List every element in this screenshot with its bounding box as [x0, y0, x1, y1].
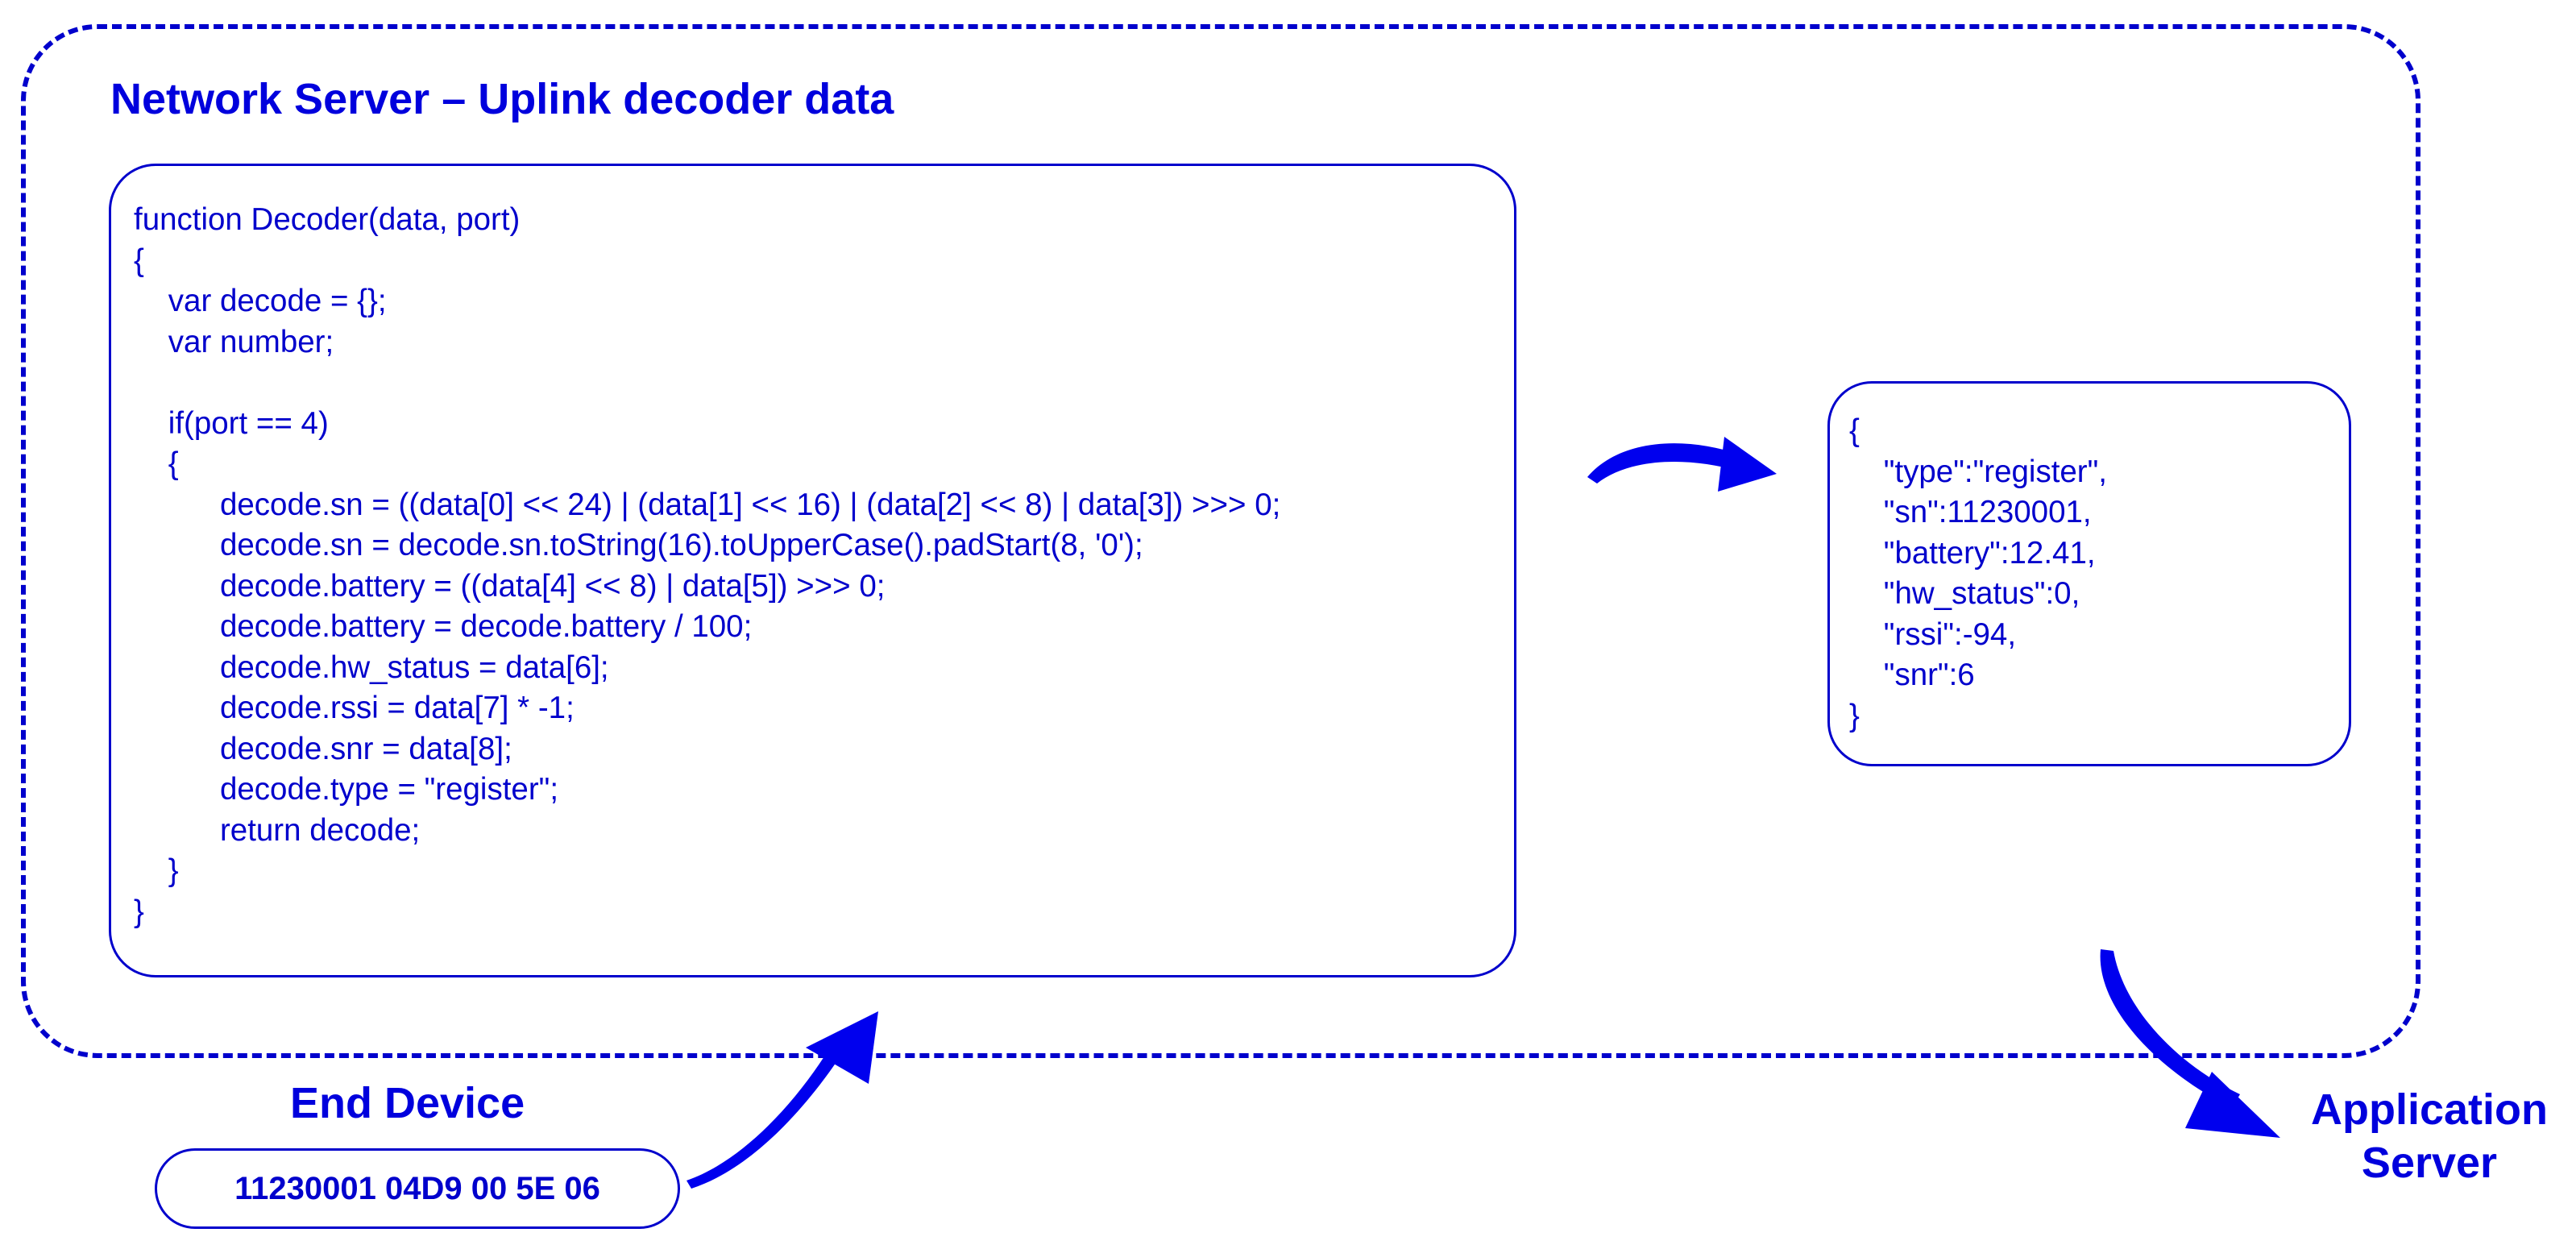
code-line: decode.sn = decode.sn.toString(16).toUpp…: [134, 528, 1143, 562]
code-line: var number;: [134, 324, 334, 359]
downstream-arrow: [2100, 949, 2280, 1138]
code-line: }: [134, 853, 179, 888]
code-line: decode.rssi = data[7] * -1;: [134, 691, 575, 725]
code-line: function Decoder(data, port): [134, 202, 521, 237]
uplink-arrow: [687, 1011, 878, 1189]
json-line: }: [1849, 698, 1860, 733]
json-line: "type":"register",: [1849, 454, 2107, 489]
json-line: "hw_status":0,: [1849, 576, 2080, 611]
code-line: decode.type = "register";: [134, 772, 559, 807]
code-line: decode.sn = ((data[0] << 24) | (data[1] …: [134, 487, 1281, 522]
code-line: decode.snr = data[8];: [134, 731, 512, 766]
end-device-payload: 11230001 04D9 00 5E 06: [155, 1148, 680, 1229]
json-line: "snr":6: [1849, 658, 1975, 692]
network-server-frame: [21, 24, 2420, 1058]
decode-arrow: [1587, 437, 1777, 492]
json-line: "battery":12.41,: [1849, 535, 2096, 571]
code-line: decode.battery = ((data[4] << 8) | data[…: [134, 568, 886, 604]
application-server-label-line2: Server: [2361, 1139, 2498, 1187]
json-line: "sn":11230001,: [1849, 495, 2092, 529]
code-line: decode.hw_status = data[6];: [134, 649, 609, 685]
code-line: {: [134, 243, 144, 278]
code-line: if(port == 4): [134, 405, 329, 441]
code-line: decode.battery = decode.battery / 100;: [134, 609, 753, 644]
end-device-label: End Device: [290, 1079, 525, 1127]
json-line: {: [1849, 413, 1860, 448]
code-line: }: [134, 894, 144, 929]
code-line: return decode;: [134, 812, 421, 848]
code-line: var decode = {};: [134, 284, 387, 318]
network-server-title: Network Server – Uplink decoder data: [110, 75, 894, 123]
decoder-code-box: function Decoder(data, port) { var decod…: [109, 164, 1516, 977]
code-line: {: [134, 446, 179, 481]
decoded-output-box: { "type":"register", "sn":11230001, "bat…: [1827, 381, 2351, 766]
application-server-label: Application Server: [2300, 1083, 2558, 1189]
application-server-label-line1: Application: [2311, 1085, 2548, 1134]
json-line: "rssi":-94,: [1849, 616, 2017, 652]
